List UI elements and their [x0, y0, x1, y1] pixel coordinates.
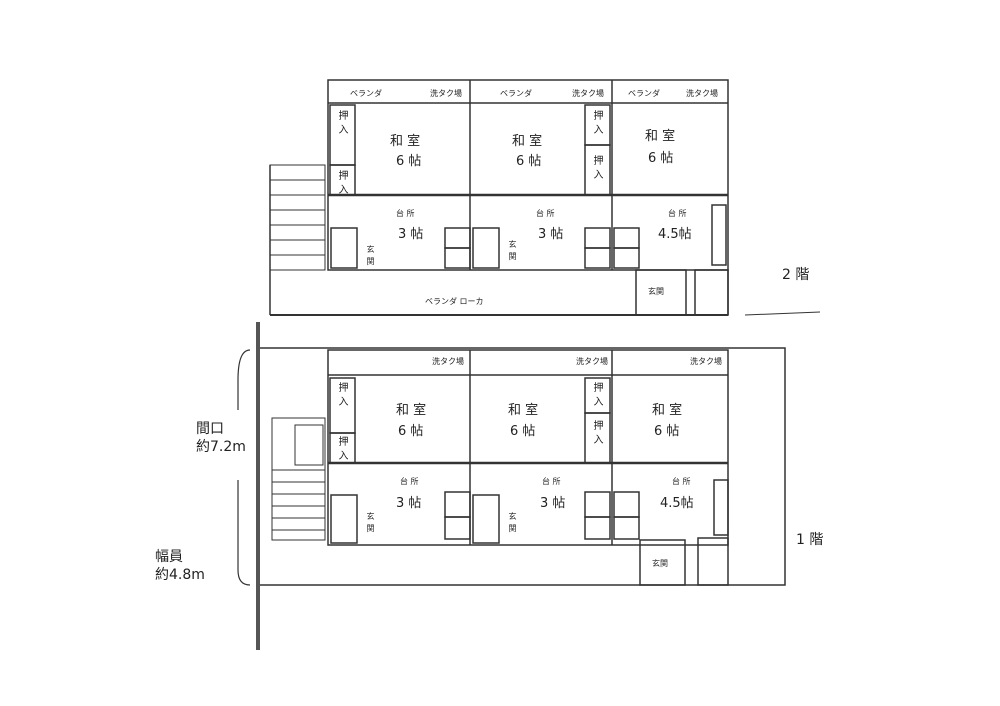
f1-laundry-label: 洗タク場	[690, 357, 722, 366]
f2-entrance: 玄関	[366, 245, 375, 269]
f2-balcony-label: ベランダ	[500, 89, 532, 98]
f1-laundry-label: 洗タク場	[576, 357, 608, 366]
f2-kitchen-size: 3 帖	[538, 227, 564, 242]
f1-entrance: 玄関	[508, 512, 517, 536]
f2-kitchen: 台 所	[668, 209, 687, 218]
road-width-label: 幅員	[155, 549, 183, 565]
f2-balcony-label: ベランダ	[350, 89, 382, 98]
f2-room: 和 室	[512, 134, 543, 149]
f1-kitchen: 台 所	[542, 477, 561, 486]
f1-kitchen: 台 所	[400, 477, 419, 486]
f2-kitchen: 台 所	[536, 209, 555, 218]
f2-room: 和 室	[645, 129, 676, 144]
floor2-stairs	[269, 164, 326, 271]
f2-entrance: 玄関	[508, 240, 517, 264]
floor1-label: 1 階	[796, 532, 824, 548]
f1-kitchen-size: 3 帖	[540, 496, 566, 511]
floor1-walls	[256, 322, 786, 650]
f2-closet: 押入	[336, 170, 347, 198]
f2-room-size: 6 帖	[648, 151, 674, 166]
f2-corridor-label: ベランダ ローカ	[425, 297, 484, 306]
f2-laundry-label: 洗タク場	[686, 89, 718, 98]
f2-room-size: 6 帖	[516, 154, 542, 169]
f1-room-size: 6 帖	[654, 424, 680, 439]
f1-closet: 押入	[591, 382, 602, 410]
f1-kitchen: 台 所	[672, 477, 691, 486]
f2-kitchen: 台 所	[396, 209, 415, 218]
f1-room: 和 室	[652, 403, 683, 418]
dimension-bracket	[237, 349, 251, 586]
f1-kitchen-size: 4.5帖	[660, 496, 694, 511]
f2-closet: 押入	[336, 110, 347, 138]
frontage-label: 間口	[196, 421, 224, 437]
floor2-label: 2 階	[782, 267, 810, 283]
f1-room: 和 室	[508, 403, 539, 418]
f1-entrance: 玄関	[652, 559, 668, 568]
f2-balcony-label: ベランダ	[628, 89, 660, 98]
floor1-stairs	[271, 417, 326, 541]
f1-room-size: 6 帖	[510, 424, 536, 439]
f2-entrance: 玄関	[648, 287, 664, 296]
f1-entrance: 玄関	[366, 512, 375, 536]
f2-room-size: 6 帖	[396, 154, 422, 169]
f1-room: 和 室	[396, 403, 427, 418]
f1-room-size: 6 帖	[398, 424, 424, 439]
f2-laundry-label: 洗タク場	[430, 89, 462, 98]
f2-kitchen-size: 4.5帖	[658, 227, 692, 242]
f2-laundry-label: 洗タク場	[572, 89, 604, 98]
f2-kitchen-size: 3 帖	[398, 227, 424, 242]
f1-kitchen-size: 3 帖	[396, 496, 422, 511]
floor2-walls	[269, 79, 821, 316]
road-width-value: 約4.8m	[155, 567, 205, 583]
frontage-value: 約7.2m	[196, 439, 246, 455]
f1-closet: 押入	[336, 436, 347, 464]
f1-laundry-label: 洗タク場	[432, 357, 464, 366]
f2-closet: 押入	[591, 155, 602, 183]
f2-room: 和 室	[390, 134, 421, 149]
f2-closet: 押入	[591, 110, 602, 138]
f1-closet: 押入	[591, 420, 602, 448]
f1-closet: 押入	[336, 382, 347, 410]
